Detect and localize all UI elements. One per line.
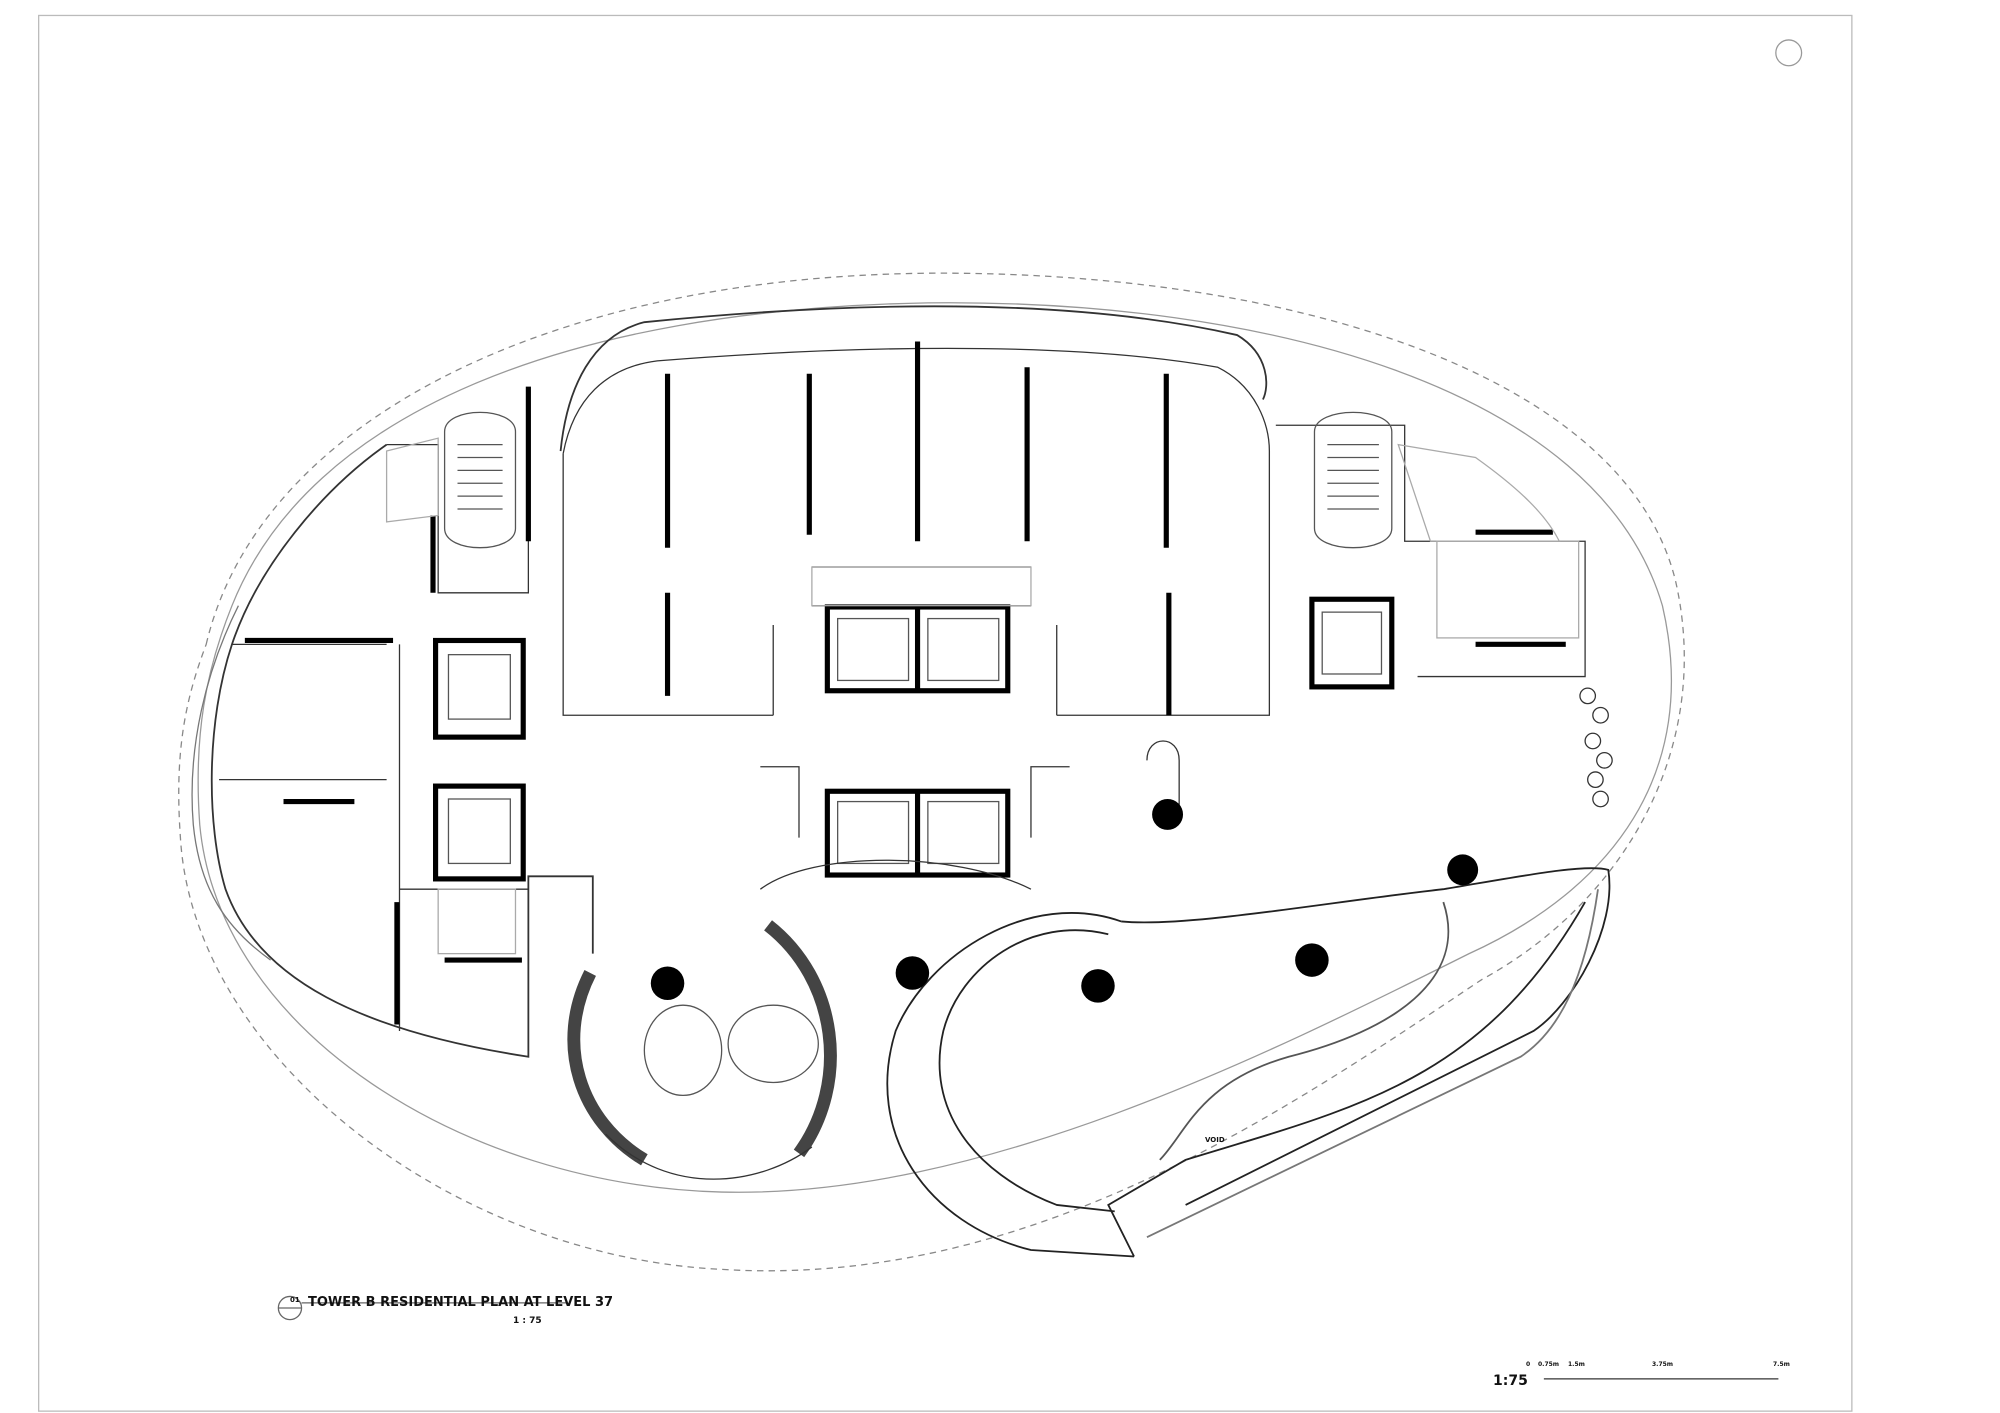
scale-label-7-5: 7.5m — [1773, 1361, 1790, 1368]
structural-walls — [244, 341, 1566, 1025]
tiled-areas — [385, 437, 1580, 955]
scale-label-0-75: 0.75m — [1538, 1361, 1559, 1368]
columns — [650, 798, 1479, 1003]
stairs — [443, 411, 1393, 549]
void-label: VOID — [1205, 1136, 1225, 1144]
planting — [1579, 687, 1613, 808]
column — [895, 956, 930, 990]
drawing-title: TOWER B RESIDENTIAL PLAN AT LEVEL 37 — [308, 1295, 613, 1310]
column — [1295, 943, 1329, 977]
column — [1081, 969, 1115, 1003]
outer-envelope — [197, 302, 1672, 1193]
lift-cars — [447, 611, 1383, 865]
scale-label-3-75: 3.75m — [1652, 1361, 1673, 1368]
column — [1152, 798, 1184, 830]
drawing-number: 01 — [290, 1296, 300, 1304]
lift-cores — [433, 596, 1395, 882]
lounge-curves — [567, 859, 1032, 1180]
west-balcony-hatch — [191, 605, 272, 961]
scale-label-1-5: 1.5m — [1568, 1361, 1585, 1368]
north-balcony — [559, 305, 1268, 452]
outer-envelope-dashed — [178, 272, 1685, 1272]
drawing-title-scale: 1 : 75 — [513, 1316, 542, 1326]
sheet-border — [38, 14, 1853, 1412]
north-balcony-inner — [562, 347, 1271, 454]
interior-walls — [219, 424, 1586, 1031]
north-marker — [1775, 39, 1803, 67]
column — [1447, 854, 1479, 886]
sheet-scale: 1:75 — [1493, 1373, 1528, 1389]
scale-label-0: 0 — [1526, 1361, 1530, 1368]
spiral-ramp — [886, 867, 1611, 1258]
column — [650, 966, 685, 1001]
slab-edge — [210, 443, 594, 1058]
drawing-tag — [277, 1295, 568, 1321]
